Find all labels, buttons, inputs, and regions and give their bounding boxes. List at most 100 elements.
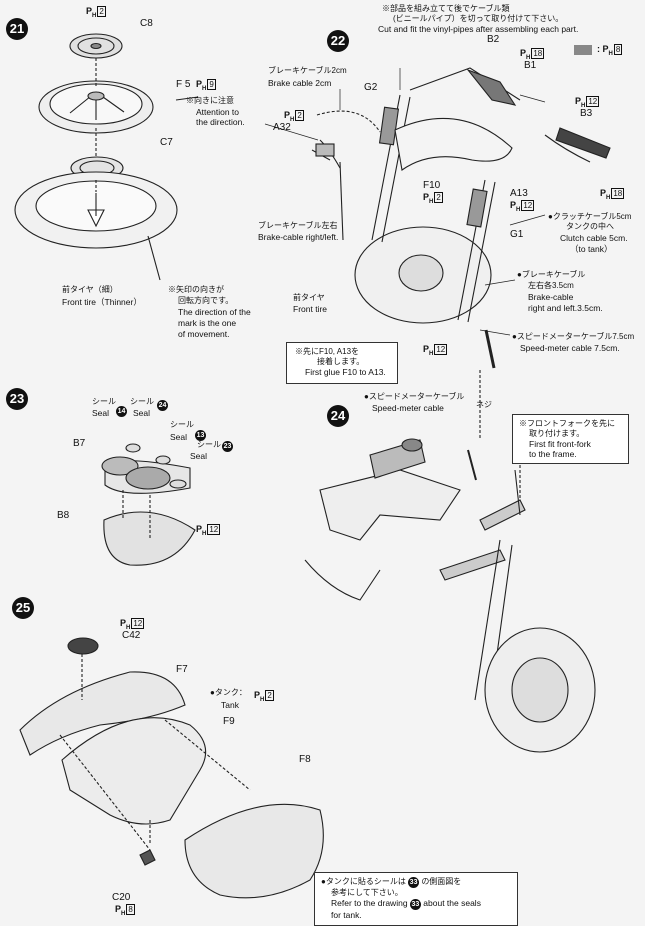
brake-cable-35-en: right and left.3.5cm. [528,303,603,313]
seal-note-jp: ●タンクに貼るシールは 33 の側面図を [321,877,462,888]
part-label-b8: B8 [57,510,70,521]
part-label-c42: C42 [122,630,141,641]
screw-label-jp: ネジ [476,400,492,409]
step-25-badge: 25 [12,597,34,619]
front-fork-drawing [311,67,611,369]
step-24-badge: 24 [327,405,349,427]
seal-number-13: 13 [195,430,206,441]
frame-assembly-drawing [304,370,596,753]
meter-housing-drawing [101,443,196,566]
seal-number-23: 23 [222,441,233,452]
brake-cable-rl-jp: ブレーキケーブル左右 [258,221,338,230]
seal-reference-note: ●タンクに貼るシールは 33 の側面図を 参考にして下さい。 Refer to … [314,872,518,926]
glue-note-jp: 接着します。 [317,357,365,366]
part-label-c20: C20 [112,892,131,903]
part-label-a13: A13 [510,188,528,199]
cable-note-jp: ※部品を組み立てて後でケーブル類 [382,4,510,13]
speedo-cable-en: Speed-meter cable [372,403,444,413]
attention-note-jp: ※向きに注意 [186,96,234,105]
front-tire-label-en: Front tire（Thinner） [62,297,142,307]
part-label-b2: B2 [487,34,500,45]
arrow-note-jp: 回転方向です。 [178,296,234,305]
cable-note-en: Cut and fit the vinyl-pipes after assemb… [378,24,579,34]
clutch-cable-en: （to tank） [570,244,613,254]
seal-label-jp: シール [130,397,154,406]
seal-label-en: Seal [190,451,208,461]
step-22-badge: 22 [327,30,349,52]
part-label-f8: F8 [299,754,311,765]
brake-cable-rl-en: Brake-cable right/left. [258,232,339,242]
clutch-cable-jp: タンクの中へ [566,222,614,231]
tank-cover-drawing [19,637,324,899]
glue-note-box: ※先にF10, A13を 接着します。 First glue F10 to A1… [286,342,398,384]
fork-note-en: First fit front-fork [529,439,591,449]
brake-cable-2cm-en: Brake cable 2cm [268,78,332,88]
arrow-note-en: The direction of the [178,307,251,317]
step-21-badge: 21 [6,18,28,40]
part-label-c8: C8 [140,18,153,29]
part-label-b3: B3 [580,108,593,119]
part-label-g2: G2 [364,82,378,93]
seal-number-24: 24 [157,400,168,411]
ref-number: 33 [409,899,421,910]
front-tire-label-jp: 前タイヤ [293,293,325,302]
wheel-rim-drawing [14,33,199,281]
front-tire-label-en: Front tire [293,304,328,314]
arrow-note-en: of movement. [178,329,230,339]
cable-note-jp: (ビニールパイプ）を切って取り付けて下さい。 [393,14,564,23]
fork-note-jp: 取り付けます。 [529,429,585,438]
arrow-note-jp: ※矢印の向きが [168,285,224,294]
step-23-badge: 23 [6,388,28,410]
part-label-g1: G1 [510,229,524,240]
part-label-a32: A32 [273,122,291,133]
part-label-f7: F7 [176,664,188,675]
clutch-cable-jp: ●クラッチケーブル5cm [548,212,632,221]
glue-note-jp: ※先にF10, A13を [295,347,360,356]
clutch-cable-en: Clutch cable 5cm. [560,233,628,243]
front-tire-label-jp: 前タイヤ（細） [62,285,118,294]
attention-note-en: the direction. [196,117,245,127]
speedo-cable-jp: ●スピードメーターケーブル7.5cm [512,332,635,341]
part-label-f5: F 5 [176,79,191,90]
part-label-c7: C7 [160,137,173,148]
tank-label-jp: ●タンク： [210,688,247,697]
part-label-b1: B1 [524,60,537,71]
seal-label-jp: シール [92,397,116,406]
fork-note-en: to the frame. [529,449,577,459]
speedo-cable-jp: ●スピードメーターケーブル [364,392,465,401]
glue-note-en: First glue F10 to A13. [305,367,386,377]
seal-note-en: for tank. [331,910,362,920]
part-label-f10: F10 [423,180,441,191]
ref-number: 33 [408,877,420,888]
seal-label-jp: シール [197,440,221,449]
brake-cable-35-en: Brake-cable [528,292,574,302]
seal-note-en: Refer to the drawing 33 about the seals [331,898,481,910]
brake-cable-35-jp: 左右各3.5cm [528,281,574,290]
seal-number-14: 14 [116,406,127,417]
tank-label-en: Tank [221,700,239,710]
seal-label-en: Seal [133,408,151,418]
brake-cable-2cm-jp: ブレーキケーブル2cm [268,66,347,75]
seal-label-en: Seal [92,408,110,418]
fork-note-jp: ※フロントフォークを先に [519,419,615,428]
legend-swatch [574,45,592,55]
brake-cable-35-jp: ●ブレーキケーブル [517,270,586,279]
seal-label-en: Seal [170,432,188,442]
fork-note-box: ※フロントフォークを先に 取り付けます。 First fit front-for… [512,414,629,464]
arrow-note-en: mark is the one [178,318,237,328]
speedo-cable-en: Speed-meter cable 7.5cm. [520,343,620,353]
